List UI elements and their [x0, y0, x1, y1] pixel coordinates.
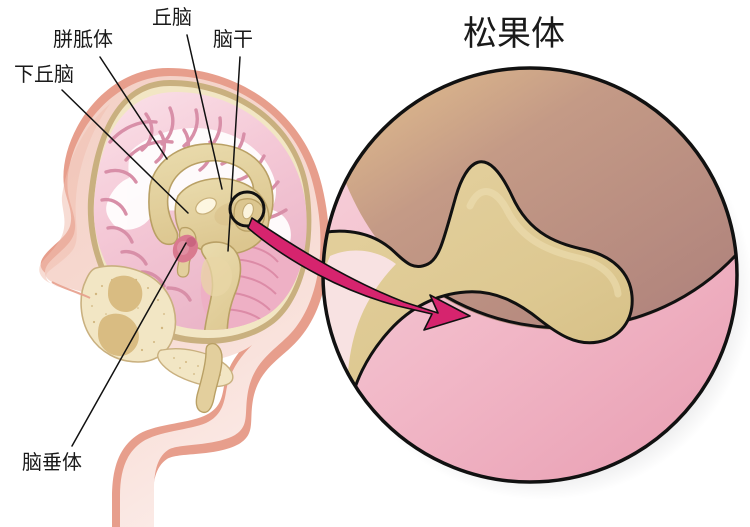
head-sagittal-section: [39, 68, 330, 527]
label-corpus-callosum: 胼胝体: [53, 27, 113, 51]
label-thalamus: 丘脑: [152, 5, 192, 29]
label-brainstem: 脑干: [213, 27, 253, 51]
label-hypothalamus: 下丘脑: [14, 62, 74, 86]
pineal-highlight: [242, 202, 254, 220]
magnifier-brown-field: [323, 68, 737, 330]
label-pituitary-gland: 脑垂体: [22, 450, 82, 474]
pons: [200, 256, 232, 297]
spinal-cord: [195, 342, 223, 414]
callout-arrow-body: [247, 217, 471, 331]
pituitary-posterior-lobe: [186, 237, 196, 247]
sphenoid-sinus: [108, 275, 143, 312]
magnifier-pineal-highlight: [466, 188, 622, 298]
callout-title: 松果体: [463, 14, 565, 54]
massa-intermedia: [195, 197, 217, 215]
brainstem: [200, 241, 242, 330]
callout-arrow: [247, 217, 471, 331]
